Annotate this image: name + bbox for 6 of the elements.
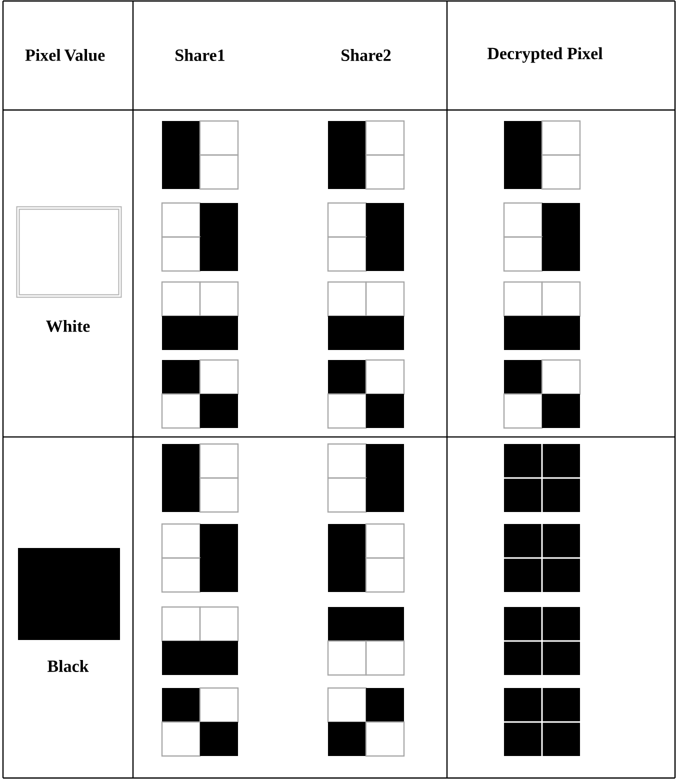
header-text: Pixel Value [25,48,105,62]
row-label: White [46,320,90,332]
header-text: Decrypted Pixel [487,47,603,63]
header-text: Share1 [176,49,224,61]
header-text: Share2 [342,49,391,61]
row-label: Black [48,660,89,672]
